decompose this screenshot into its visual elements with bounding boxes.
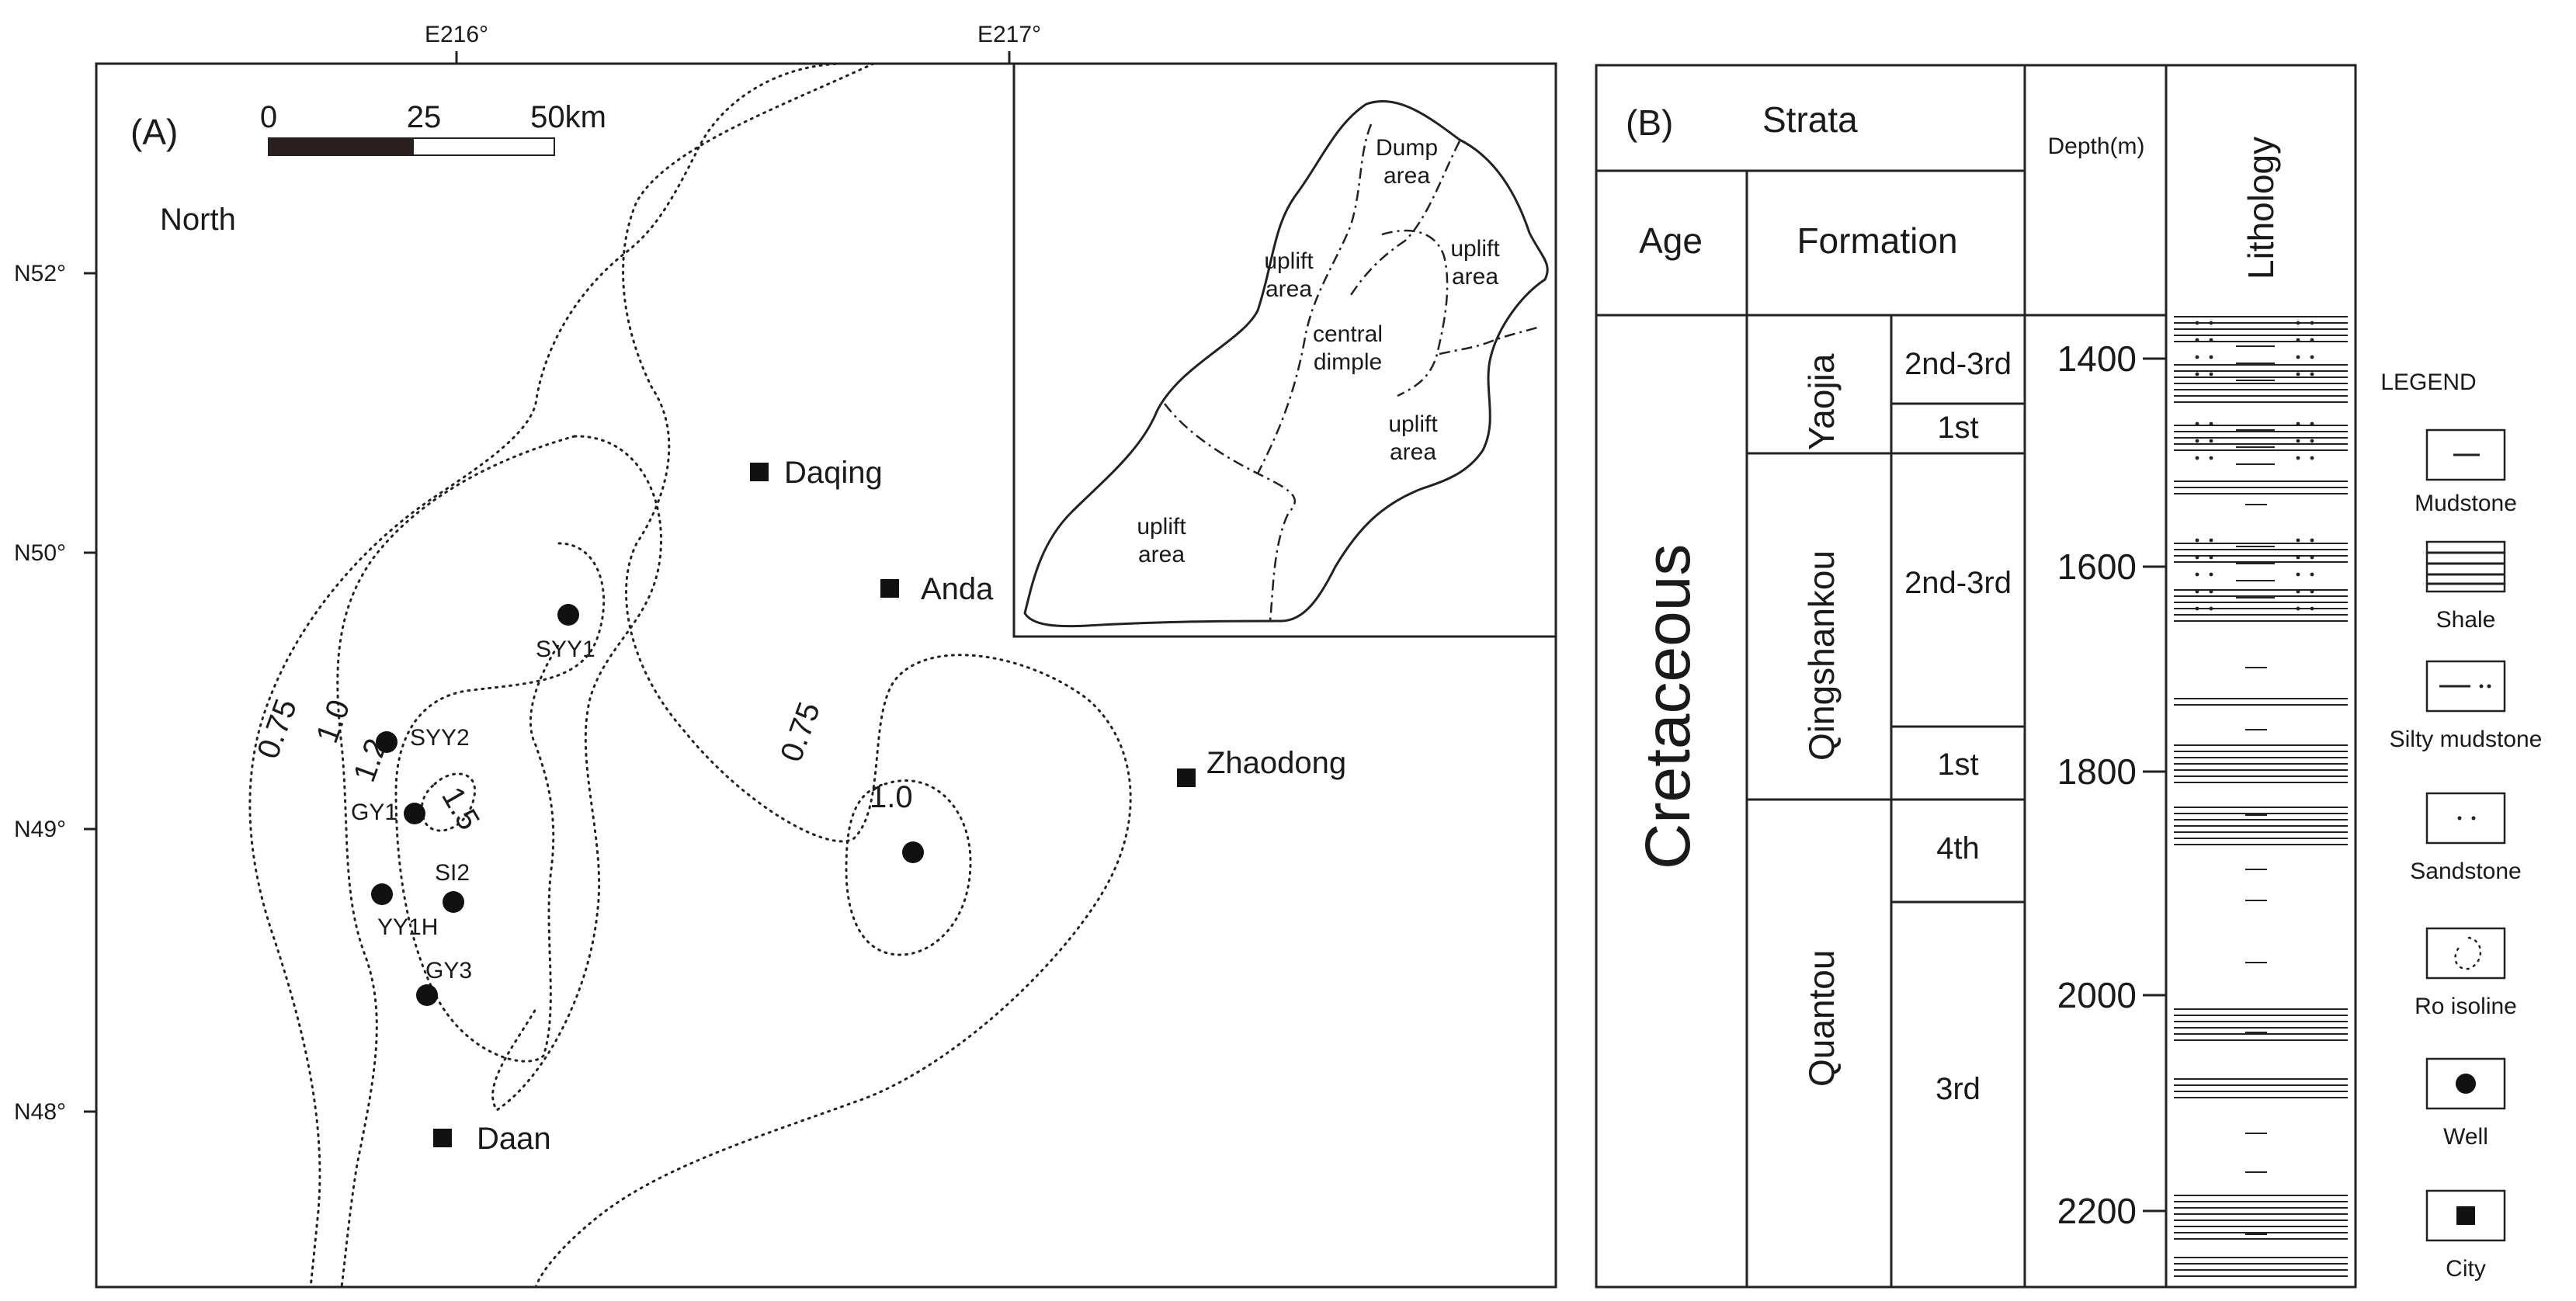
formation-label: Quantou — [1801, 950, 1842, 1087]
lat-tick-label: N52° — [14, 261, 66, 286]
well-marker — [371, 883, 393, 905]
wells: SYY1 SYY2 GY1 SI2 YY1H GY3 — [351, 604, 924, 1006]
city-marker — [433, 1129, 452, 1147]
panel-b-label: (B) — [1626, 102, 1673, 143]
legend-label: Ro isoline — [2415, 994, 2517, 1019]
lithology-log — [2174, 316, 2348, 1277]
city-label: Anda — [921, 572, 994, 606]
legend-swatch-sandstone — [2425, 792, 2506, 845]
depth-tick-label: 1800 — [2057, 751, 2137, 792]
age-label: Cretaceous — [1633, 544, 1703, 869]
member-label: 3rd — [1935, 1072, 1981, 1106]
depth-tick-label: 2000 — [2057, 975, 2137, 1015]
city-marker — [750, 463, 769, 481]
well-marker — [376, 731, 398, 753]
well-marker — [404, 803, 425, 824]
depth-tick-label: 1600 — [2057, 546, 2137, 587]
panel-a-map: E216° E217° N52° N50° N49° N48° (A) Nort… — [14, 22, 1557, 1289]
member-label: 1st — [1937, 411, 1978, 445]
well-label: GY3 — [425, 958, 472, 984]
isoline — [420, 772, 477, 832]
city-label: Zhaodong — [1206, 746, 1346, 780]
inset-frame — [1012, 62, 1557, 638]
city-icon — [2456, 1206, 2475, 1225]
legend-label: Well — [2443, 1124, 2488, 1150]
legend: LEGEND Mudstone Shale Silty mudstone San… — [2380, 369, 2542, 1282]
well-label: YY1H — [377, 914, 438, 940]
member-label: 2nd-3rd — [1904, 566, 2012, 600]
well-label: GY1 — [351, 800, 398, 825]
legend-title: LEGEND — [2380, 369, 2476, 395]
city-marker — [1177, 768, 1196, 787]
basin-outline — [1023, 99, 1549, 628]
member-label: 4th — [1936, 831, 1980, 866]
legend-swatch-ro-isoline — [2425, 927, 2506, 980]
well-marker — [443, 891, 464, 913]
strata-header: Strata — [1762, 99, 1858, 140]
legend-label: Silty mudstone — [2390, 727, 2543, 752]
isoline — [845, 779, 972, 956]
member-label: 2nd-3rd — [1904, 347, 2012, 381]
lat-tick-label: N49° — [14, 817, 66, 842]
city-label: Daan — [477, 1122, 551, 1156]
city-marker — [880, 579, 899, 598]
depth-header: Depth(m) — [2047, 134, 2144, 159]
city-label: Daqing — [784, 456, 883, 490]
isoline-label: 1.0 — [870, 780, 913, 814]
isoline — [394, 542, 606, 1063]
scale-label: 0 — [260, 100, 277, 134]
north-label: North — [160, 203, 236, 237]
lon-tick-label: E216° — [425, 22, 488, 47]
age-header: Age — [1639, 220, 1703, 261]
well-marker — [416, 984, 438, 1006]
isoline — [534, 62, 1132, 1289]
lon-tick-label: E217° — [977, 22, 1041, 47]
well-icon — [2456, 1074, 2476, 1094]
depth-tick-label: 1400 — [2057, 338, 2137, 379]
well-marker — [557, 604, 579, 626]
well-label: SYY1 — [536, 637, 595, 662]
depth-tick-label: 2200 — [2057, 1191, 2137, 1231]
panel-b-stratigraphy: (B) Strata Age Formation Depth(m) Lithol… — [1595, 64, 2542, 1289]
lithology-header: Lithology — [2241, 137, 2281, 279]
scale-bar: 0 25 50km — [260, 100, 606, 156]
cities: Daqing Anda Zhaodong Daan — [433, 456, 1346, 1156]
well-marker — [902, 841, 924, 863]
isoline — [491, 435, 662, 1112]
legend-label: Sandstone — [2410, 859, 2521, 884]
well-label: SI2 — [435, 860, 470, 886]
member-label: 1st — [1937, 748, 1978, 782]
scale-label: 50km — [530, 100, 606, 134]
formation-label: Qingshankou — [1801, 550, 1842, 761]
legend-swatch-mudstone — [2425, 428, 2506, 481]
lithology-column — [2165, 64, 2357, 1289]
lat-tick-label: N50° — [14, 540, 66, 566]
formation-label: Yaojia — [1801, 353, 1842, 450]
depth-scale: 1400 1600 1800 2000 2200 — [2057, 338, 2166, 1231]
legend-label: Mudstone — [2415, 491, 2517, 516]
well-label: SYY2 — [410, 725, 470, 751]
lat-tick-label: N48° — [14, 1099, 66, 1125]
legend-label: Shale — [2436, 607, 2496, 633]
legend-label: City — [2446, 1256, 2486, 1282]
scale-label: 25 — [407, 100, 442, 134]
formation-header: Formation — [1797, 220, 1957, 261]
depth-column — [2023, 64, 2168, 1289]
ro-isolines — [248, 62, 1132, 1289]
panel-a-label: (A) — [130, 112, 178, 152]
